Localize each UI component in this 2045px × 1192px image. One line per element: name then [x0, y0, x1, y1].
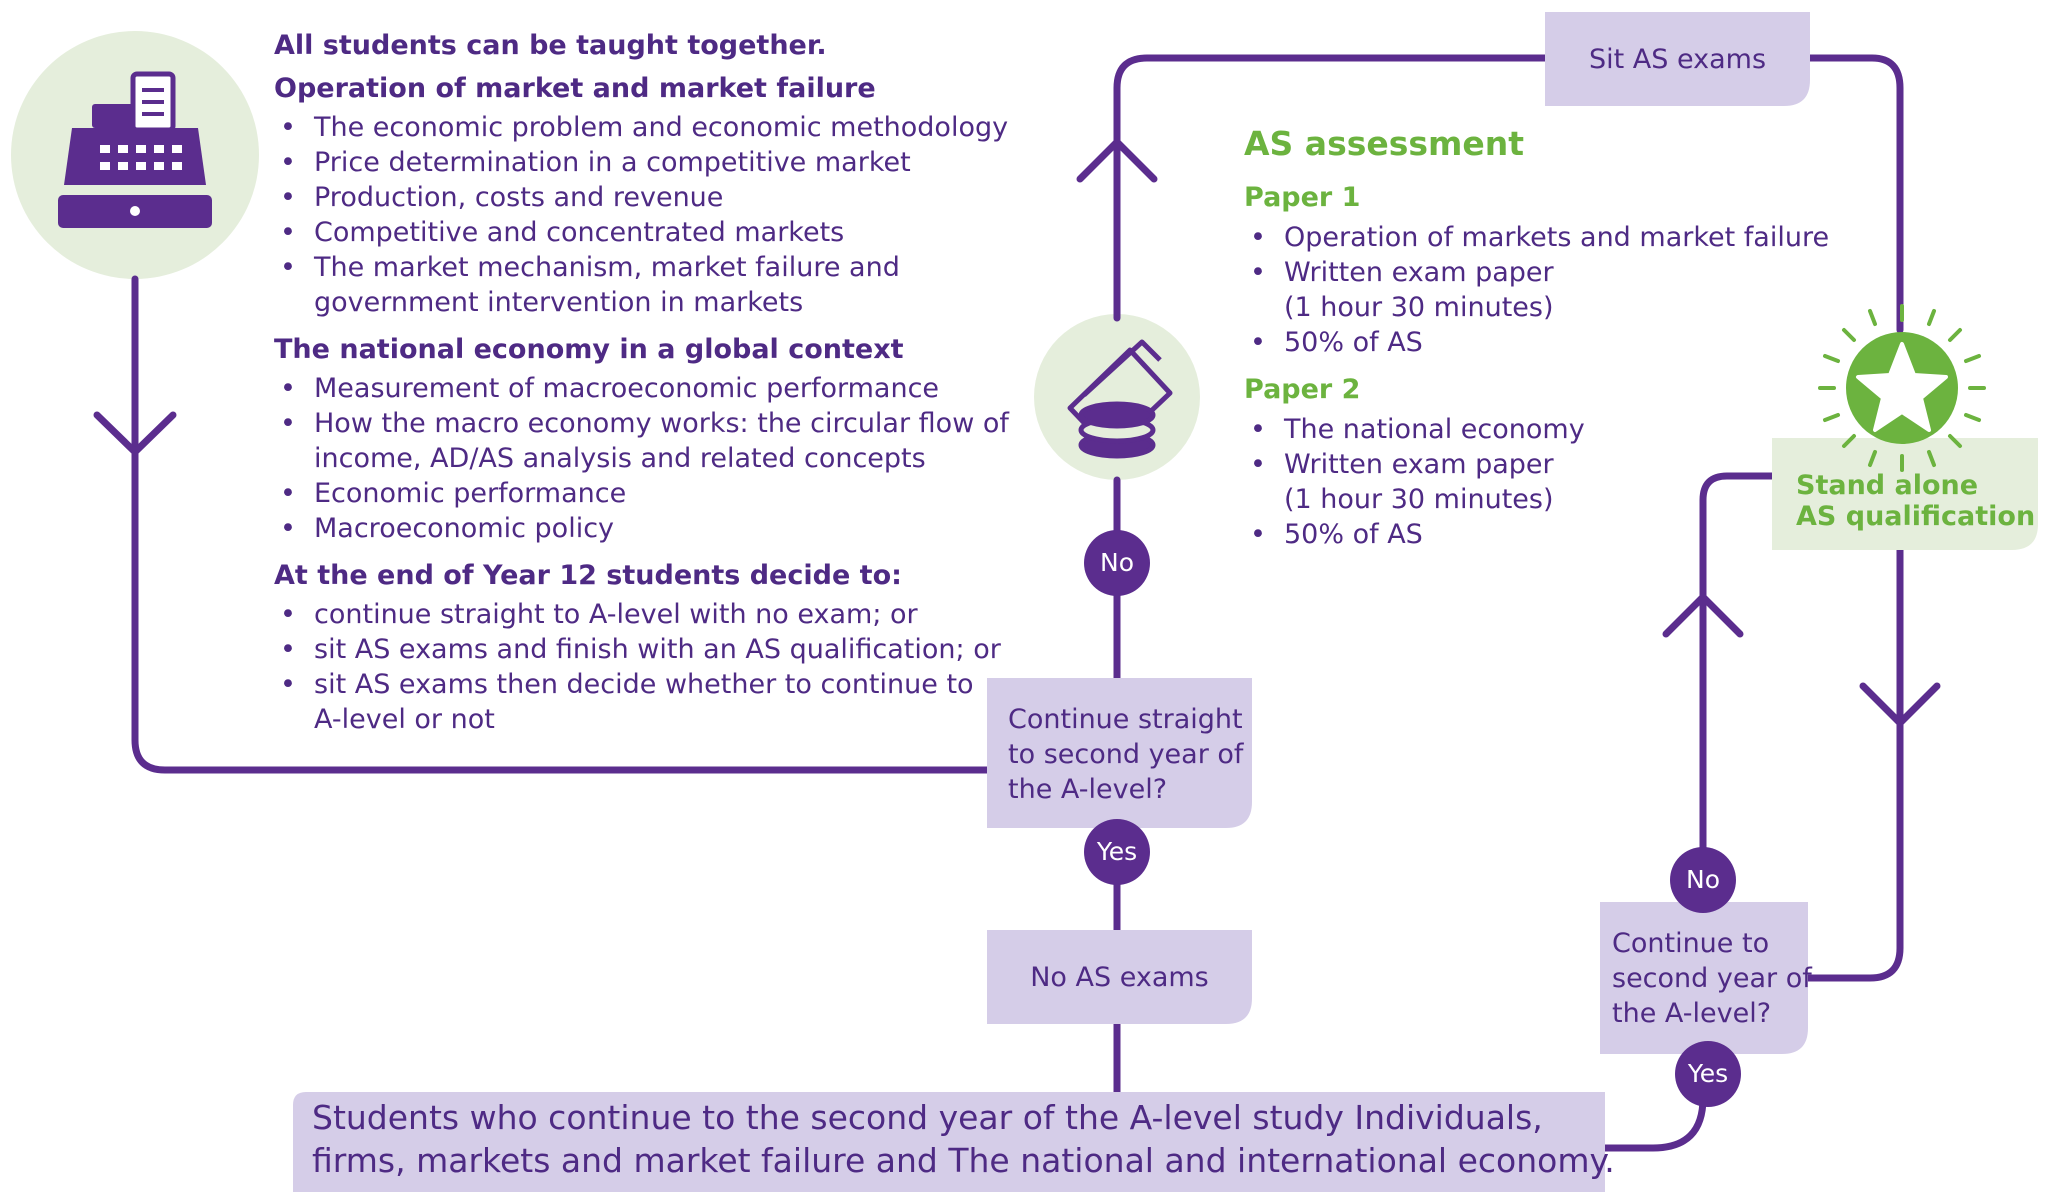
section1-heading: Operation of market and market failure	[274, 73, 876, 104]
center-top-line	[1113, 54, 1559, 322]
yes-middle-label: Yes	[1096, 837, 1138, 866]
continue-second-line: Continue to	[1612, 928, 1770, 959]
intro-heading: All students can be taught together.	[274, 30, 827, 61]
section3-item-continued: A-level or not	[314, 704, 495, 735]
continue-straight-line: Continue straight	[1008, 704, 1243, 735]
bottom-summary-line: Students who continue to the second year…	[312, 1098, 1543, 1137]
inner-up-arrow	[1662, 593, 1744, 638]
bottom-summary: Students who continue to the second year…	[312, 1096, 1615, 1182]
money-notes-coins-icon	[1067, 339, 1173, 459]
section2-item: Macroeconomic policy	[274, 511, 1014, 546]
section1-item: Price determination in a competitive mar…	[274, 145, 1014, 180]
continue-straight-label: Continue straight to second year of the …	[1008, 702, 1243, 807]
section3-item: sit AS exams and finish with an AS quali…	[274, 632, 1014, 667]
left-loop-line	[131, 275, 999, 774]
no-right-circle	[1670, 847, 1736, 913]
continue-second-box	[1600, 902, 1808, 1054]
as-assessment-title: AS assessment	[1244, 124, 1525, 163]
paper2-list: The national economy Written exam paper …	[1244, 412, 1804, 552]
sit-as-exams-label: Sit AS exams	[1588, 44, 1767, 75]
yes-middle-circle	[1084, 819, 1150, 885]
yes-right-circle	[1675, 1041, 1741, 1107]
section2-item: How the macro economy works: the circula…	[274, 406, 1014, 441]
right-down-line	[1801, 546, 1904, 982]
section1-item: The market mechanism, market failure and	[274, 250, 1014, 285]
standalone-box	[1772, 438, 2038, 550]
bottom-box	[293, 1092, 1605, 1192]
continue-second-line: second year of	[1612, 963, 1812, 994]
syllabus-text-block: All students can be taught together. Ope…	[274, 24, 1014, 745]
arrow-heads	[93, 138, 1941, 727]
paper1-heading: Paper 1	[1244, 182, 1361, 213]
continue-straight-box	[987, 678, 1252, 828]
no-as-exams-box	[987, 930, 1252, 1024]
section3-item: continue straight to A-level with no exa…	[274, 597, 1014, 632]
paper2-item-continued: (1 hour 30 minutes)	[1284, 484, 1554, 515]
section2-item: Measurement of macroeconomic performance	[274, 371, 1014, 406]
bottom-summary-line: firms, markets and market failure and Th…	[312, 1141, 1615, 1180]
section2-heading: The national economy in a global context	[274, 334, 904, 365]
right-top-line	[1801, 54, 1904, 334]
yes-right-label: Yes	[1687, 1059, 1729, 1088]
center-up-arrow	[1076, 138, 1158, 183]
no-top-label: No	[1100, 548, 1134, 577]
section2-list: Measurement of macroeconomic performance…	[274, 371, 1014, 546]
paper1-item: Written exam paper	[1244, 255, 1804, 290]
paper1-item-continued: (1 hour 30 minutes)	[1284, 292, 1554, 323]
as-assessment-block: AS assessment Paper 1 Operation of marke…	[1244, 118, 1829, 560]
section1-list: The economic problem and economic method…	[274, 110, 1014, 320]
continue-straight-line: the A-level?	[1008, 774, 1168, 805]
section3-list: continue straight to A-level with no exa…	[274, 597, 1014, 737]
section3-heading: At the end of Year 12 students decide to…	[274, 560, 902, 591]
section2-item-continued: income, AD/AS analysis and related conce…	[314, 443, 926, 474]
section3-item: sit AS exams then decide whether to cont…	[274, 667, 1014, 702]
standalone-line: AS qualification	[1796, 501, 2036, 532]
paper2-item: 50% of AS	[1244, 517, 1804, 552]
star-badge-icon	[1818, 304, 1986, 472]
no-top-circle	[1084, 530, 1150, 596]
paper2-heading: Paper 2	[1244, 374, 1361, 405]
continue-second-label: Continue to second year of the A-level?	[1612, 926, 1812, 1031]
paper1-list: Operation of markets and market failure …	[1244, 220, 1829, 360]
continue-second-line: the A-level?	[1612, 998, 1772, 1029]
paper1-item: Operation of markets and market failure	[1244, 220, 1829, 255]
section1-item: The economic problem and economic method…	[274, 110, 1014, 145]
sit-as-box	[1545, 12, 1810, 106]
section2-item: Economic performance	[274, 476, 1014, 511]
paper2-item: The national economy	[1244, 412, 1804, 447]
right-down-arrow	[1859, 682, 1941, 727]
standalone-line: Stand alone	[1796, 470, 1979, 501]
bottom-right-curve	[1598, 1094, 1707, 1152]
section1-item: Competitive and concentrated markets	[274, 215, 1014, 250]
continue-straight-line: to second year of	[1008, 739, 1244, 770]
no-as-exams-label: No AS exams	[1030, 962, 1209, 993]
cash-register-icon	[58, 71, 212, 228]
left-down-arrow	[93, 411, 177, 456]
paper1-item: 50% of AS	[1244, 325, 1804, 360]
paper2-item: Written exam paper	[1244, 447, 1804, 482]
no-right-label: No	[1686, 865, 1720, 894]
section1-item-continued: government intervention in markets	[314, 287, 804, 318]
section1-item: Production, costs and revenue	[274, 180, 1014, 215]
standalone-label: Stand alone AS qualification	[1796, 470, 2035, 532]
